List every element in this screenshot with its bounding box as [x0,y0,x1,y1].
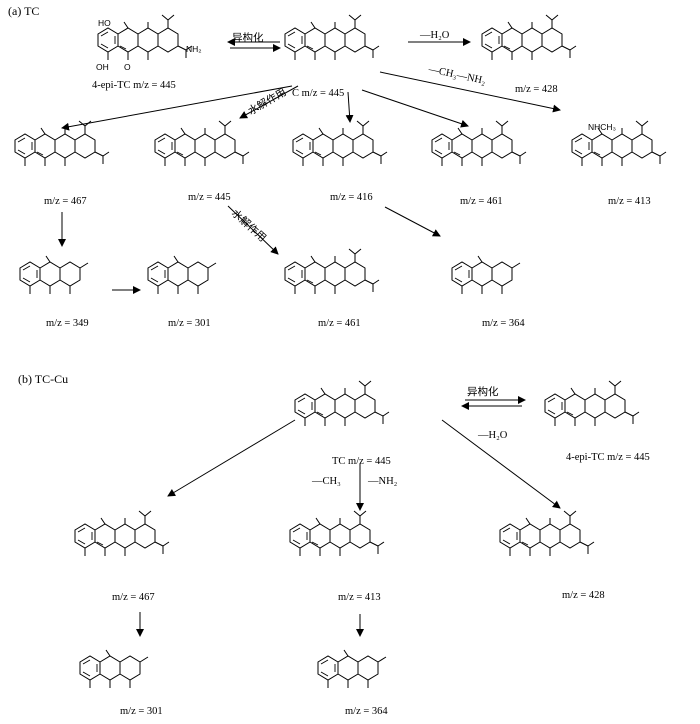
a-label-364: m/z = 364 [482,318,525,329]
a-structure-epi-tc [97,14,193,61]
a-structure-416 [292,120,388,167]
b-structure-428 [499,510,595,557]
atom-label-nhch3: NHCH₃ [588,122,617,132]
b-label-413: m/z = 413 [338,592,381,603]
panel-a-title: (a) TC [8,4,40,18]
a-structure-445b [154,120,250,167]
b-structure-413 [289,510,385,557]
b-label-301: m/z = 301 [120,706,163,717]
a-label-461b: m/z = 461 [318,318,361,329]
a-label-445b: m/z = 445 [188,192,231,203]
a-label-epi-tc: 4-epi-TC m/z = 445 [92,80,176,91]
a-label-467: m/z = 467 [44,196,87,207]
b-methyl-loss-label: —CH₃ [312,476,341,487]
a-isomer-label: 异构化 [232,33,264,44]
b-label-364: m/z = 364 [345,706,388,717]
compound-mz: m/z = 445 [607,452,650,463]
b-amine-loss-label: —NH₂ [368,476,398,487]
b-structure-tc [294,380,390,427]
b-label-428: m/z = 428 [562,590,605,601]
b-isomer-label: 异构化 [467,387,499,398]
b-structure-epi-tc [544,380,640,427]
b-structure-467 [74,510,170,557]
b-label-tc: TC m/z = 445 [332,456,391,467]
a-structure-301 [147,255,217,295]
a-label-301: m/z = 301 [168,318,211,329]
a-structure-tc-center [284,14,380,61]
panel-b-title: (b) TC-Cu [18,372,69,386]
compound-mz: m/z = 445 [133,80,176,91]
a-structure-428 [481,14,577,61]
b-water-loss-label: —H₂O [478,430,508,441]
b-arrows [136,396,561,637]
atom-label-oh: OH [96,62,109,72]
compound-mz: m/z = 445 [301,88,345,99]
compound-name: 4-epi-TC [92,80,131,91]
a-label-413: m/z = 413 [608,196,651,207]
a-label-461a: m/z = 461 [460,196,503,207]
a-structure-349 [19,255,89,295]
a-label-416: m/z = 416 [330,192,373,203]
compound-mz: m/z = 445 [348,456,391,467]
a-label-428: m/z = 428 [515,84,558,95]
a-structure-413 [571,120,667,167]
b-label-467: m/z = 467 [112,592,155,603]
a-structure-364 [451,255,521,295]
a-structure-461b [284,248,380,295]
a-arrows [58,38,561,294]
b-structure-364 [317,649,387,689]
atom-label-ho: HO [98,18,111,28]
a-label-349: m/z = 349 [46,318,89,329]
a-water-loss-label: —H₂O [420,30,450,41]
atom-label-o: O [124,62,131,72]
b-label-epi-tc: 4-epi-TC m/z = 445 [566,452,650,463]
compound-name: 4-epi-TC [566,452,605,463]
compound-name: TC [332,456,346,467]
compound-name: C [292,88,300,99]
a-label-tc-center: C m/z = 445 [292,88,344,99]
atom-label-nh2: NH₂ [186,44,202,54]
a-structure-461a [431,120,527,167]
b-structure-301 [79,649,149,689]
